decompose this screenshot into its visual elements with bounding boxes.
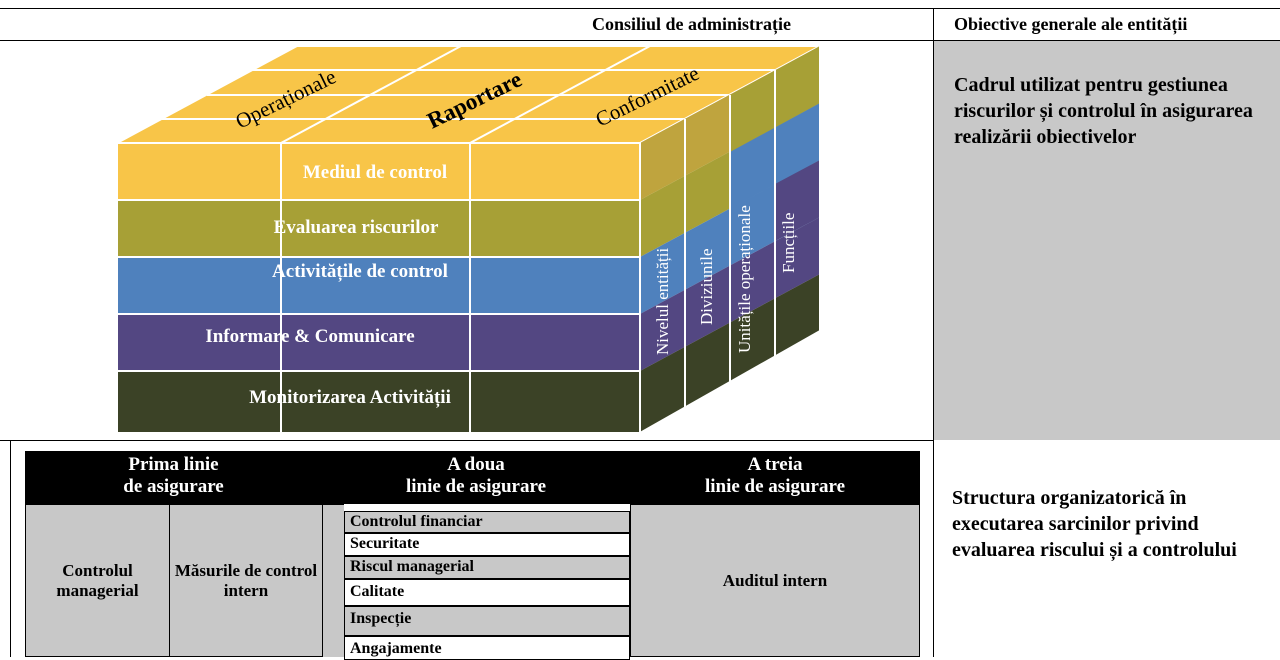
item-angajamente: Angajamente	[344, 636, 630, 660]
layer-evaluarea-riscurilor	[116, 199, 641, 258]
layer-label-evaluarea: Evaluarea riscurilor	[274, 217, 439, 238]
framework-panel	[934, 41, 1280, 440]
item-calitate: Calitate	[344, 579, 630, 606]
side-label-nivelul: Nivelul entității	[653, 248, 672, 355]
coso-cube-diagram: Operaționale Raportare Conformitate Medi…	[116, 45, 821, 434]
layer-label-monitorizarea: Monitorizarea Activității	[249, 387, 451, 408]
header-first-line-1: Prima linie	[128, 454, 219, 475]
header-second-line-2: linie de asigurare	[405, 476, 547, 497]
side-label-diviziunile: Diviziunile	[697, 249, 716, 325]
cell-controlul-managerial: Controlul managerial	[25, 504, 170, 657]
structure-description: Structura organizatorică în executarea s…	[952, 487, 1237, 561]
item-inspectie: Inspecție	[344, 606, 630, 636]
top-grid-line	[469, 45, 651, 144]
header-second-line-1: A doua	[447, 454, 505, 475]
row-divider	[0, 440, 933, 441]
item-securitate: Securitate	[344, 533, 630, 556]
header-top-border	[0, 8, 1280, 9]
layer-label-activitatile: Activitățile de control	[272, 261, 448, 282]
objectives-title: Obiective generale ale entității	[954, 14, 1188, 34]
layer-label-informare: Informare & Comunicare	[205, 326, 414, 347]
column-divider	[933, 8, 934, 657]
side-label-unitatile: Unitățile operaționale	[735, 205, 754, 353]
side-label-functiile: Funcțiile	[779, 213, 798, 273]
board-title: Consiliul de administrație	[592, 14, 792, 34]
cell-auditul-intern: Auditul intern	[630, 504, 920, 657]
framework-description: Cadrul utilizat pentru gestiunea riscuri…	[954, 74, 1253, 148]
layer-monitorizarea-activitatii	[116, 370, 641, 434]
layer-informare-comunicare	[116, 313, 641, 372]
item-controlul-financiar: Controlul financiar	[344, 511, 630, 533]
header-third-line-1: A treia	[747, 454, 803, 475]
layer-label-mediul: Mediul de control	[303, 162, 447, 183]
cell-masurile-control-intern: Măsurile de control intern	[169, 504, 323, 657]
header-second-line: A doua linie de asigurare	[322, 451, 630, 504]
left-border	[10, 440, 11, 657]
header-bottom-border	[0, 40, 1280, 41]
header-third-line-2: linie de asigurare	[704, 476, 846, 497]
header-third-line: A treia linie de asigurare	[630, 451, 920, 504]
second-line-margin	[323, 504, 344, 657]
item-riscul-managerial: Riscul managerial	[344, 556, 630, 579]
header-first-line: Prima linie de asigurare	[25, 451, 322, 504]
top-grid-line	[280, 45, 462, 144]
header-first-line-2: de asigurare	[123, 476, 224, 497]
